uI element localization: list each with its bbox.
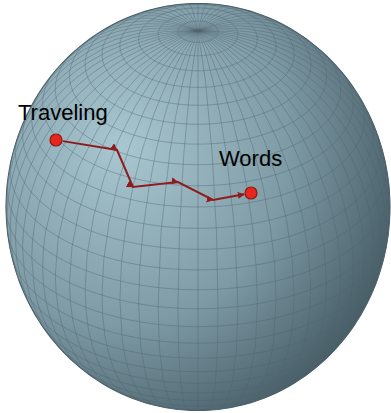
point-label: Words [219,146,283,172]
point-label: Traveling [18,100,108,126]
graticule [6,3,390,410]
location-dot [48,132,64,148]
sphere [6,3,390,410]
waypoint: Traveling [18,100,108,126]
route-arrow [63,141,244,200]
location-dot [243,185,259,201]
waypoint: Words [219,146,283,172]
